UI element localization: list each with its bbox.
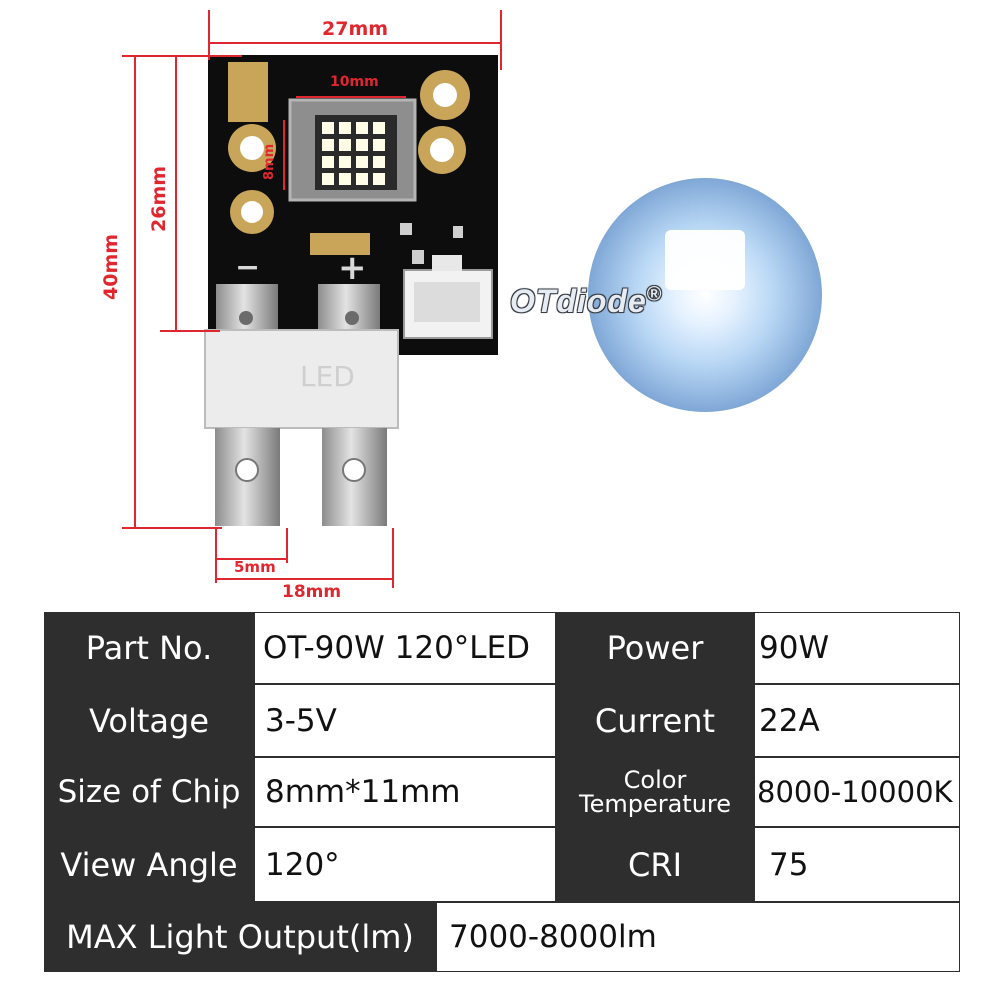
dim-tick — [500, 10, 502, 70]
dim-chip-height: 8mm — [262, 143, 277, 180]
dim-line-pin-width — [215, 558, 287, 560]
chip-size-label: Size of Chip — [44, 757, 254, 827]
current-label: Current — [556, 684, 754, 757]
dim-line-total-height — [134, 55, 136, 527]
led-emitter — [339, 173, 351, 185]
dim-line-pins-span — [215, 578, 393, 580]
chip-size-value: 8mm*11mm — [254, 757, 556, 827]
connector-housing — [204, 329, 399, 429]
small-component — [400, 223, 412, 235]
spade-terminal-right — [322, 428, 387, 526]
minus-sign: − — [235, 250, 261, 285]
dim-tick — [286, 528, 288, 563]
dim-pins-span: 18mm — [282, 582, 342, 602]
product-figure — [204, 55, 822, 526]
cri-value: 75 — [754, 827, 960, 902]
color-temp-label-line2: Temperature — [578, 790, 732, 818]
led-emitter — [322, 156, 334, 168]
dim-line-chip-height — [283, 120, 285, 190]
small-component — [453, 226, 463, 238]
led-emitter — [373, 139, 385, 151]
led-emitter — [339, 122, 351, 134]
led-glow-core — [665, 230, 745, 290]
power-value: 90W — [754, 612, 960, 684]
led-glow-photo — [588, 178, 822, 412]
led-emitter — [373, 122, 385, 134]
max-output-label: MAX Light Output(lm) — [44, 902, 436, 972]
gold-pad-strip — [228, 62, 268, 122]
color-temp-label-line1: Color — [623, 766, 687, 794]
dim-height-board: 26mm — [148, 165, 170, 232]
cri-label: CRI — [556, 827, 754, 902]
view-angle-label: View Angle — [44, 827, 254, 902]
led-emitter — [356, 139, 368, 151]
color-temperature-value: 8000-10000K — [754, 757, 960, 827]
led-emitter — [339, 156, 351, 168]
spec-table: Part No. OT-90W 120°LED Power 90W Voltag… — [44, 612, 960, 972]
dim-pin-width: 5mm — [234, 558, 276, 576]
brand-registered-mark: ® — [646, 283, 663, 306]
led-emitter — [373, 173, 385, 185]
led-emitter — [373, 156, 385, 168]
dim-tick — [122, 55, 242, 57]
color-temperature-label: Color Temperature — [556, 757, 754, 827]
brand-watermark: OTdiode® — [510, 283, 663, 320]
view-angle-value: 120° — [254, 827, 556, 902]
power-label: Power — [556, 612, 754, 684]
dim-line-top-width — [208, 42, 502, 44]
mounting-hole-right-top — [420, 70, 470, 120]
dim-line-board-height — [175, 55, 177, 330]
dim-tick — [208, 10, 210, 60]
dim-chip-width: 10mm — [330, 74, 379, 90]
plus-sign: + — [338, 248, 367, 288]
mounting-hole-right-middle — [418, 126, 466, 174]
part-no-value: OT-90W 120°LED — [254, 612, 556, 684]
dim-tick — [392, 528, 394, 588]
voltage-value: 3-5V — [254, 684, 556, 757]
led-emitter — [322, 139, 334, 151]
current-value: 22A — [754, 684, 960, 757]
led-emitter — [339, 139, 351, 151]
jst-connector — [403, 255, 493, 339]
connector-led-text: LED — [300, 360, 355, 393]
spade-terminal-left — [215, 428, 280, 526]
voltage-label: Voltage — [44, 684, 254, 757]
max-output-value: 7000-8000lm — [436, 902, 960, 972]
dim-line-chip-width — [296, 96, 406, 98]
resistor-pad — [310, 233, 370, 255]
led-emitter — [322, 173, 334, 185]
led-emitter — [356, 156, 368, 168]
dim-tick — [160, 330, 220, 332]
brand-name: OTdiode — [510, 283, 647, 319]
mounting-hole-left-top — [228, 124, 276, 172]
led-emitter — [322, 122, 334, 134]
dim-width-top: 27mm — [322, 18, 389, 40]
led-emitter — [356, 173, 368, 185]
led-emitter — [356, 122, 368, 134]
mounting-hole-left-bottom — [230, 190, 274, 234]
part-no-label: Part No. — [44, 612, 254, 684]
dim-tick — [215, 528, 217, 583]
small-component — [412, 250, 424, 264]
dim-tick — [122, 527, 222, 529]
dim-height-total: 40mm — [100, 233, 122, 300]
led-emitter-grid — [322, 122, 385, 185]
